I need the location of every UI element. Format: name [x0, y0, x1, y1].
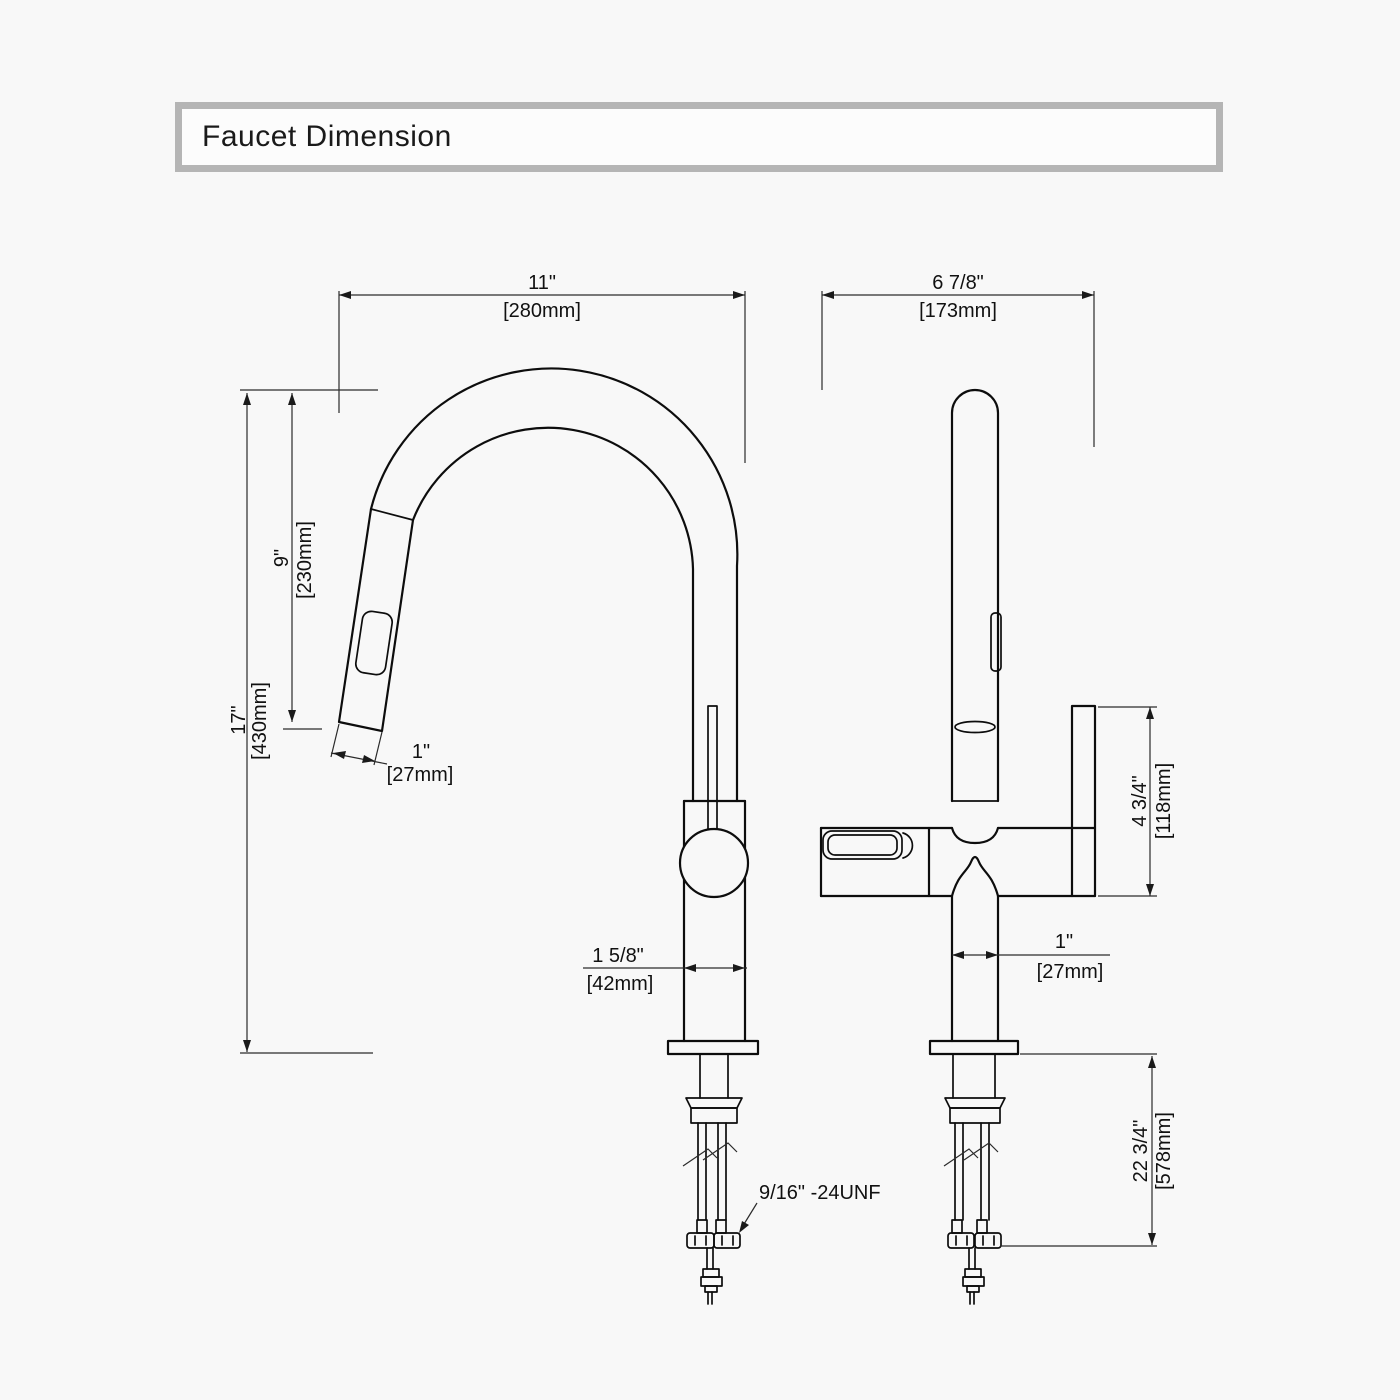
mounting-shank-side [944, 1053, 1006, 1124]
hose-connector-nut-side [974, 1232, 1002, 1249]
supply-line [700, 1247, 723, 1305]
dim-body-mm-label: [42mm] [587, 973, 654, 995]
dim-spray-tip-inches-label: 1" [412, 741, 430, 763]
dim-hose-length: 22 3/4" [578mm] [1000, 1053, 1175, 1247]
dim-hose-mm-label: [578mm] [1153, 1112, 1175, 1190]
hose-connector-nut [686, 1232, 715, 1249]
faucet-body [682, 799, 747, 1043]
holder-clip [822, 830, 903, 860]
hose-connector-nut [713, 1232, 741, 1249]
handle-lever [707, 705, 718, 831]
dim-base-mm-label: [27mm] [1037, 961, 1104, 983]
thread-callout: 9/16" -24UNF [739, 1182, 881, 1233]
mounting-shank [685, 1053, 743, 1124]
mounting-nut [690, 1107, 738, 1124]
spray-head-button [354, 610, 394, 676]
thread-callout-label: 9/16" -24UNF [759, 1182, 881, 1204]
spray-cone [950, 855, 1000, 898]
dim-body-width: 1 5/8" [42mm] [583, 945, 747, 995]
dim-spout-height-mm-label: [230mm] [294, 521, 316, 599]
dim-width: 11" [280mm] [240, 272, 746, 463]
mounting-washer [685, 1097, 743, 1109]
dim-spray-tip: 1" [27mm] [330, 723, 454, 786]
front-view: 11" [280mm] 9" [230mm] 17" [430mm] [228, 272, 881, 1305]
dim-handle-height: 4 3/4" [118mm] [1098, 706, 1175, 897]
dim-total-height-mm-label: [430mm] [249, 682, 271, 760]
hose-connector-nut-side [947, 1232, 975, 1249]
spray-tube [950, 388, 1002, 803]
dim-depth-mm-label: [173mm] [919, 300, 997, 322]
docking-joint [954, 720, 996, 734]
supply-hoses [682, 1122, 741, 1249]
base-flange [666, 1039, 760, 1056]
dim-total-height: 17" [430mm] [228, 393, 373, 1054]
dim-depth-inches-label: 6 7/8" [932, 272, 984, 294]
title-box: Faucet Dimension [175, 102, 1223, 172]
dim-hose-inches-label: 22 3/4" [1130, 1120, 1152, 1183]
side-base [928, 894, 1020, 1056]
dim-width-inches-label: 11" [528, 272, 556, 294]
dim-spout-height-inches-label: 9" [271, 549, 293, 567]
dim-base-inches-label: 1" [1055, 931, 1073, 953]
hose-break-marks [682, 1142, 738, 1167]
hose-break-marks-side [943, 1142, 999, 1167]
gooseneck-spout [369, 367, 739, 803]
supply-hoses-side [943, 1122, 1002, 1249]
dim-handle-mm-label: [118mm] [1153, 763, 1175, 839]
body-side [819, 826, 1097, 898]
dim-spray-tip-mm-label: [27mm] [387, 764, 454, 786]
side-view: 6 7/8" [173mm] 4 3/4" [118mm] 1" [27mm] [819, 272, 1175, 1305]
page-title: Faucet Dimension [202, 120, 452, 153]
dim-base-width: 1" [27mm] [952, 931, 1110, 983]
dim-total-height-inches-label: 17" [228, 705, 250, 734]
ball-joint [678, 827, 750, 899]
dim-body-inches-label: 1 5/8" [592, 945, 644, 967]
base-flange-side [928, 1039, 1020, 1056]
dim-width-mm-label: [280mm] [503, 300, 581, 322]
side-handle [1070, 704, 1097, 898]
supply-line-side [962, 1247, 985, 1305]
dim-handle-inches-label: 4 3/4" [1129, 775, 1151, 827]
tube-button [990, 612, 1002, 672]
dim-depth: 6 7/8" [173mm] [821, 272, 1095, 447]
spray-head [337, 507, 415, 733]
dim-spout-height: 9" [230mm] [271, 393, 322, 730]
